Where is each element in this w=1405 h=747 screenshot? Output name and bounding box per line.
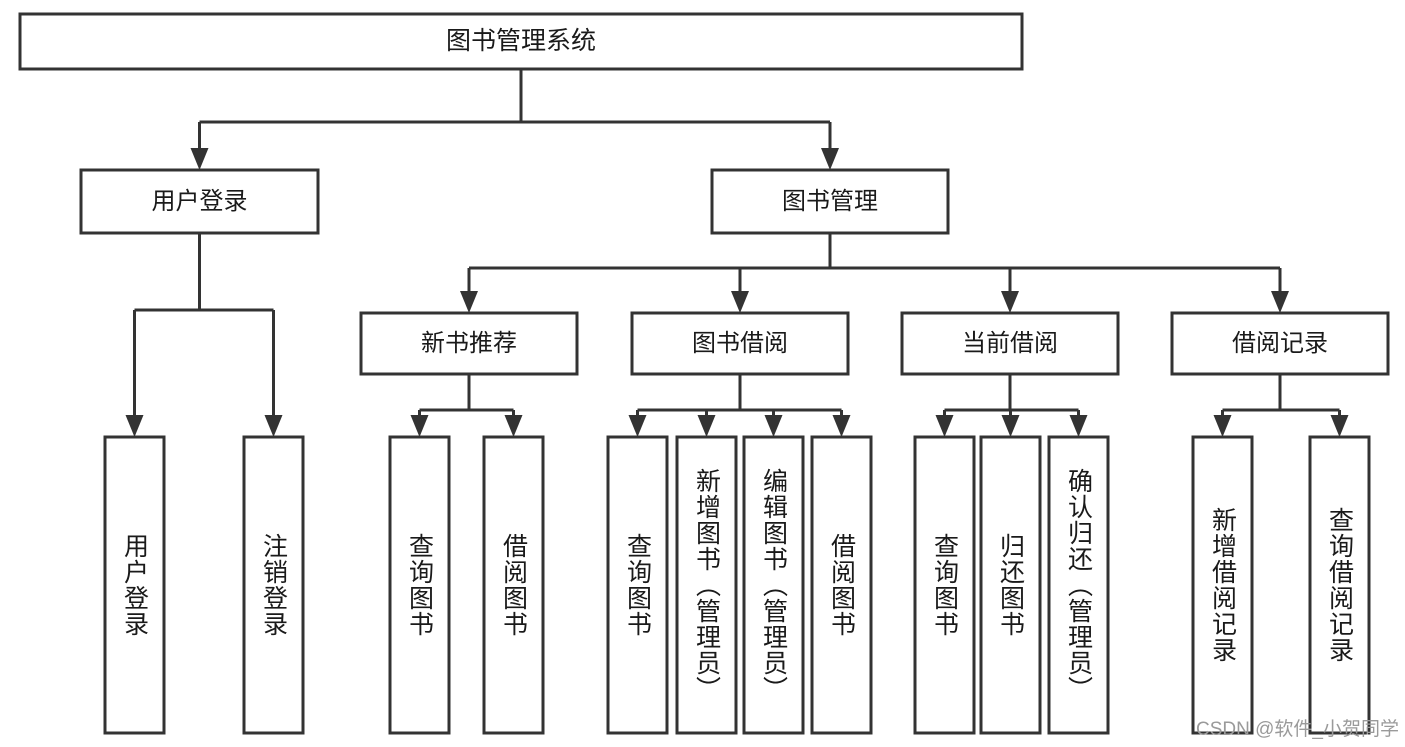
arrow-head-icon bbox=[264, 415, 283, 437]
arrow-head-icon bbox=[697, 415, 716, 437]
node-level2-用户登录[interactable] bbox=[79, 168, 320, 235]
arrow-head-icon bbox=[125, 415, 144, 437]
arrow-head-icon bbox=[1001, 415, 1020, 437]
arrow-head-icon bbox=[1069, 415, 1088, 437]
arrow-head-icon bbox=[460, 291, 478, 313]
arrow-head-icon bbox=[1330, 415, 1349, 437]
arrow-head-icon bbox=[935, 415, 954, 437]
node-label-level2-1: 图书管理 bbox=[782, 188, 878, 215]
leaf-node-12-查询借阅记录[interactable] bbox=[1308, 435, 1371, 735]
connector-layer bbox=[125, 69, 1349, 437]
node-图书管理系统-root[interactable] bbox=[18, 12, 1024, 71]
node-label-level3-1: 图书借阅 bbox=[692, 330, 788, 357]
arrow-head-icon bbox=[1001, 291, 1019, 313]
leaf-node-9-归还图书[interactable] bbox=[979, 435, 1042, 735]
leaf-node-0-用户登录[interactable] bbox=[103, 435, 166, 735]
arrow-head-icon bbox=[821, 148, 839, 170]
node-label-root: 图书管理系统 bbox=[446, 27, 596, 55]
arrow-head-icon bbox=[504, 415, 523, 437]
arrow-head-icon bbox=[832, 415, 851, 437]
watermark-text: CSDN @软件_小贺同学 bbox=[1196, 719, 1399, 740]
node-box-layer bbox=[18, 12, 1390, 735]
node-level3-借阅记录[interactable] bbox=[1170, 311, 1390, 376]
arrow-head-icon bbox=[731, 291, 749, 313]
leaf-node-6-编辑图书管理员[interactable] bbox=[742, 435, 805, 735]
leaf-node-1-注销登录[interactable] bbox=[242, 435, 305, 735]
leaf-node-3-借阅图书[interactable] bbox=[482, 435, 545, 735]
leaf-node-5-新增图书管理员[interactable] bbox=[675, 435, 738, 735]
arrow-head-icon bbox=[1213, 415, 1232, 437]
node-level3-新书推荐[interactable] bbox=[359, 311, 579, 376]
node-level2-图书管理[interactable] bbox=[710, 168, 950, 235]
arrow-head-icon bbox=[628, 415, 647, 437]
arrow-head-icon bbox=[410, 415, 429, 437]
arrow-head-icon bbox=[1271, 291, 1289, 313]
leaf-node-11-新增借阅记录[interactable] bbox=[1191, 435, 1254, 735]
node-level3-当前借阅[interactable] bbox=[900, 311, 1120, 376]
leaf-node-8-查询图书[interactable] bbox=[913, 435, 976, 735]
node-level3-图书借阅[interactable] bbox=[630, 311, 850, 376]
node-label-level2-0: 用户登录 bbox=[152, 188, 248, 215]
node-label-level3-2: 当前借阅 bbox=[962, 330, 1058, 357]
arrow-head-icon bbox=[764, 415, 783, 437]
leaf-node-10-确认归还管理员[interactable] bbox=[1047, 435, 1110, 735]
node-label-level3-3: 借阅记录 bbox=[1232, 330, 1328, 357]
leaf-node-4-查询图书[interactable] bbox=[606, 435, 669, 735]
arrow-head-icon bbox=[190, 148, 209, 170]
leaf-node-7-借阅图书[interactable] bbox=[810, 435, 873, 735]
node-label-level3-0: 新书推荐 bbox=[421, 330, 517, 357]
leaf-node-2-查询图书[interactable] bbox=[388, 435, 451, 735]
